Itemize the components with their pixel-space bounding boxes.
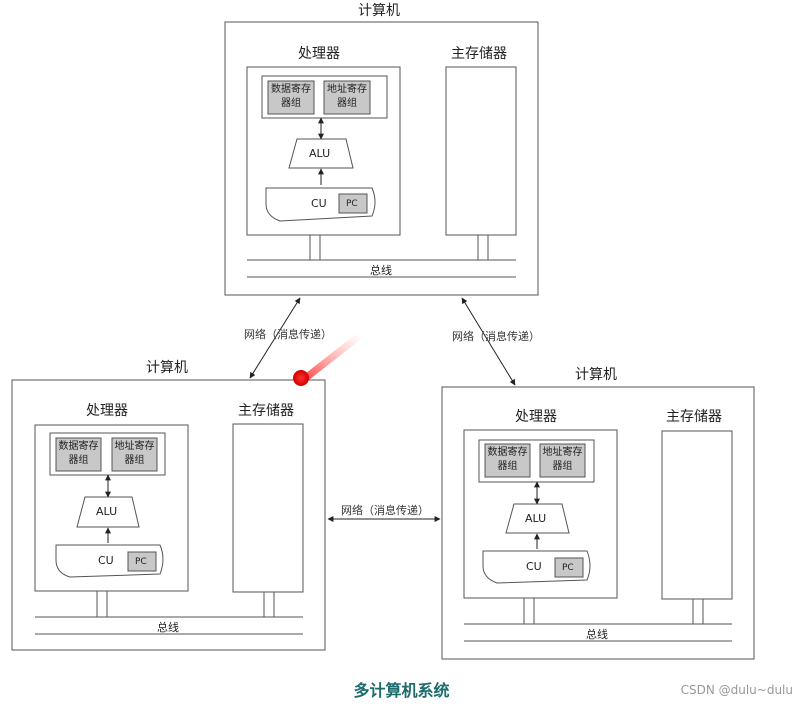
computer-top xyxy=(224,21,539,296)
memory-label: 主存储器 xyxy=(238,403,294,419)
data-register-label: 数据寄存器组 xyxy=(487,447,528,472)
address-register-label: 地址寄存器组 xyxy=(542,447,583,472)
computer-box xyxy=(11,379,326,651)
network-label-left-right: 网络（消息传递） xyxy=(341,504,429,517)
processor-box xyxy=(34,424,189,592)
computer-title: 计算机 xyxy=(146,360,188,376)
network-arrow-top-right xyxy=(461,297,516,386)
address-register-box xyxy=(111,437,158,472)
alu-shape xyxy=(76,496,140,528)
processor-box xyxy=(463,429,618,599)
network-label-top-right: 网络（消息传递） xyxy=(452,330,540,343)
network-label-top-left: 网络（消息传递） xyxy=(244,328,332,341)
bus-label: 总线 xyxy=(586,628,608,641)
alu-label: ALU xyxy=(96,505,118,518)
data-register-label: 数据寄存器组 xyxy=(271,84,311,109)
cu-label: CU xyxy=(98,554,114,567)
pc-box xyxy=(554,557,584,578)
pc-box xyxy=(338,193,368,214)
pc-label: PC xyxy=(562,563,574,573)
computer-title: 计算机 xyxy=(358,3,400,19)
register-group-frame xyxy=(261,75,388,119)
watermark: CSDN @dulu~dulu xyxy=(680,683,793,697)
cu-shape xyxy=(482,550,591,584)
processor-label: 处理器 xyxy=(86,403,128,419)
bus-label: 总线 xyxy=(157,621,179,634)
data-register-label: 数据寄存器组 xyxy=(58,441,99,466)
pc-label: PC xyxy=(346,199,358,209)
memory-box xyxy=(232,423,304,593)
memory-box xyxy=(661,430,733,600)
red-marker xyxy=(293,334,360,386)
address-register-box xyxy=(539,443,586,478)
processor-label: 处理器 xyxy=(298,46,340,62)
data-register-box xyxy=(267,80,315,115)
cu-shape xyxy=(265,187,376,222)
cu-label: CU xyxy=(526,560,542,573)
pc-box xyxy=(127,551,157,572)
network-arrow-top-left xyxy=(249,297,301,379)
bus-label: 总线 xyxy=(370,264,392,277)
memory-label: 主存储器 xyxy=(666,409,722,425)
alu-label: ALU xyxy=(525,512,547,525)
address-register-label: 地址寄存器组 xyxy=(327,84,367,109)
data-register-box xyxy=(55,437,102,472)
computer-box xyxy=(224,21,539,296)
figure-caption: 多计算机系统 xyxy=(353,681,450,700)
computer-title: 计算机 xyxy=(575,367,617,383)
address-register-label: 地址寄存器组 xyxy=(114,441,155,466)
processor-box xyxy=(246,66,401,236)
alu-shape xyxy=(288,138,354,169)
address-register-box xyxy=(323,80,371,115)
alu-shape xyxy=(505,503,570,534)
processor-label: 处理器 xyxy=(515,409,557,425)
cu-label: CU xyxy=(311,197,327,210)
computer-left xyxy=(11,379,326,651)
computer-box xyxy=(441,386,755,660)
cu-shape xyxy=(55,544,164,578)
memory-box xyxy=(445,66,517,236)
memory-label: 主存储器 xyxy=(451,46,507,62)
data-register-box xyxy=(484,443,531,478)
alu-label: ALU xyxy=(309,147,331,160)
pc-label: PC xyxy=(135,557,147,567)
computer-right xyxy=(441,386,755,660)
